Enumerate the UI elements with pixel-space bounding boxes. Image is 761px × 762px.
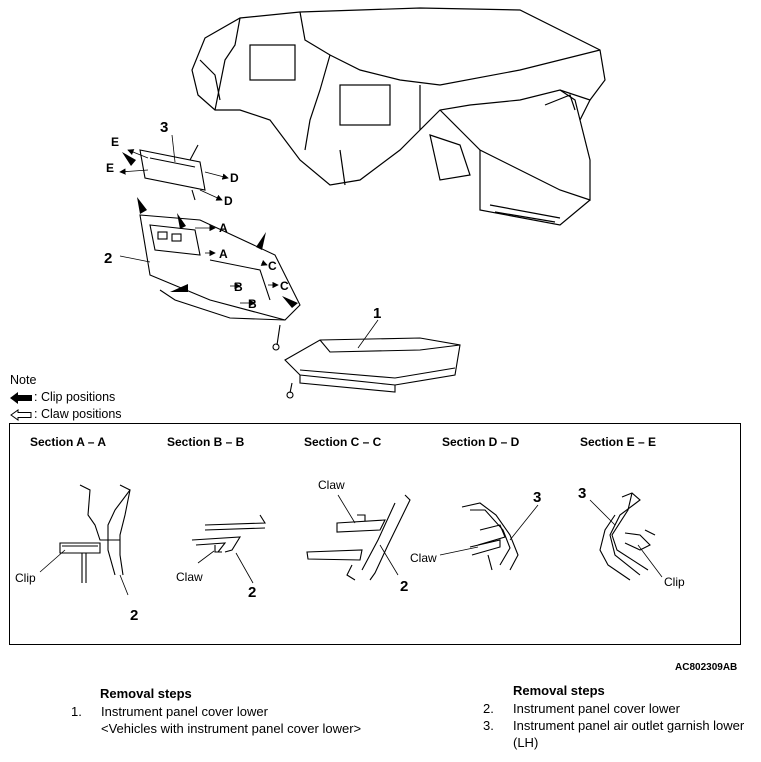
instrument-panel-drawing [191,7,606,226]
step-text: Instrument panel cover lower [101,704,268,719]
clip-arrow-icon [170,284,188,292]
step-note: <Vehicles with instrument panel cover lo… [101,721,362,736]
instrument-panel-cover-lower-drawing [139,214,301,351]
note-legend: Note : Clip positions : Claw positions [10,372,122,423]
clip-arrow-icon [122,152,136,166]
section-drawings: Clip 2 Claw 2 Claw 2 Claw 3 [15,478,685,624]
label-e-lower: E [106,161,114,175]
step-number: 3. [483,718,494,733]
section-c-part: 2 [400,578,408,595]
clip-arrow-icon [256,232,266,250]
clip-legend-label: : Clip positions [34,390,116,404]
section-c-drawing [306,494,411,581]
section-a-drawing [59,484,131,583]
figure-code: AC802309AB [675,662,738,673]
clip-arrow-icon [177,213,186,229]
label-d-lower: D [224,194,233,208]
label-c-upper: C [268,259,277,273]
claw-legend-label: : Claw positions [34,407,122,421]
step-text: Instrument panel cover lower [513,701,680,716]
hollow-arrow-icon [10,408,32,421]
section-d-title: Section D – D [442,435,520,449]
section-d-part: 3 [533,489,541,506]
label-c-lower: C [280,279,289,293]
removal-steps-right: Removal steps 2. Instrument panel cover … [483,682,753,751]
solid-arrow-icon [10,391,32,404]
section-e-title: Section E – E [580,435,657,449]
callout-1: 1 [373,305,381,322]
step-text: Instrument panel air outlet garnish lowe… [513,718,745,750]
section-e-label: Clip [664,575,685,589]
section-b-part: 2 [248,584,256,601]
clip-legend-row: : Clip positions [10,389,122,406]
section-c-title: Section C – C [304,435,382,449]
section-b-label: Claw [176,570,203,584]
section-b-title: Section B – B [167,435,245,449]
callout-2: 2 [104,250,112,267]
section-a-title: Section A – A [30,435,107,449]
step-number: 2. [483,701,494,716]
label-b-upper: B [234,280,243,294]
removal-step: 2. Instrument panel cover lower [483,700,753,717]
air-outlet-garnish-drawing [139,144,206,201]
section-a-label: Clip [15,571,36,585]
section-b-drawing [191,514,266,553]
label-e-upper: E [111,135,119,149]
instrument-panel-cover-lower-variant-drawing [284,337,461,399]
section-c-label: Claw [318,478,345,492]
removal-step: 1. Instrument panel cover lower <Vehicle… [71,703,371,737]
label-d-upper: D [230,171,239,185]
note-title: Note [10,373,37,387]
step-number: 1. [71,704,82,719]
removal-steps-title: Removal steps [100,686,192,701]
section-e-drawing [599,492,656,581]
label-a-lower: A [219,247,228,261]
callout-3: 3 [160,119,168,136]
section-d-label: Claw [410,551,437,565]
section-a-part: 2 [130,607,138,624]
section-e-part: 3 [578,485,586,502]
clip-arrow-icon [282,296,298,308]
claw-legend-row: : Claw positions [10,406,122,423]
sections-panel [9,423,741,645]
section-d-drawing [461,502,519,571]
label-a-upper: A [219,221,228,235]
removal-steps-title: Removal steps [513,683,605,698]
label-b-lower: B [248,297,257,311]
clip-arrow-icon [137,197,147,214]
exploded-view-illustration: 3 2 1 E E D D A A C C B B [104,7,606,399]
removal-steps-left: Removal steps 1. Instrument panel cover … [71,685,371,737]
removal-step: 3. Instrument panel air outlet garnish l… [483,717,753,751]
